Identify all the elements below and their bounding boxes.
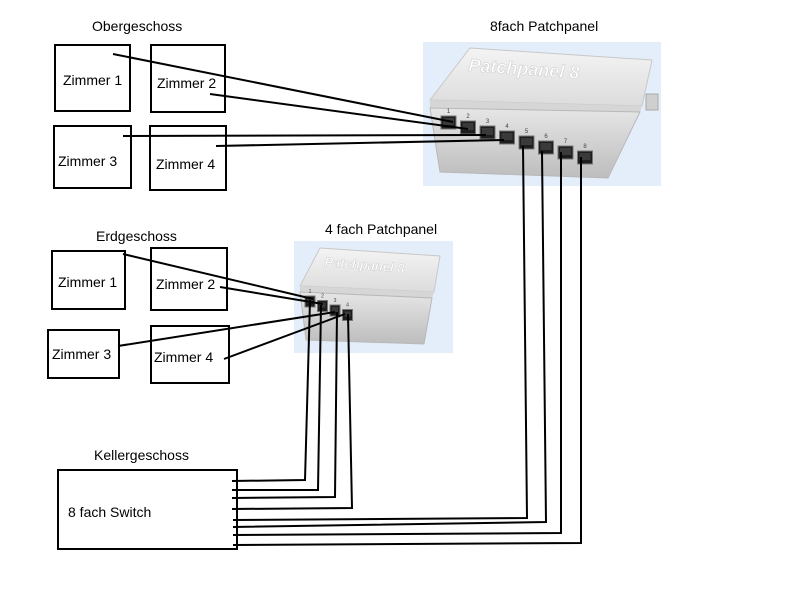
- p8-port-socket-4: [501, 133, 513, 140]
- p8-front-surface: [429, 107, 641, 179]
- p4-port-label-1: 1: [309, 289, 312, 295]
- p4-port-socket-3: [332, 307, 338, 312]
- cable-p8-port5-switch: [232, 145, 529, 521]
- og-room-1-label: Zimmer 1: [63, 72, 123, 88]
- p8-port-socket-6: [540, 143, 552, 150]
- cable-p4-port4-switch: [231, 313, 354, 510]
- eg-room-1: Zimmer 1: [51, 250, 126, 310]
- p8-port-label-4: 4: [505, 124, 509, 130]
- p8-port-socket-8: [579, 153, 591, 160]
- cable-p4-port1-switch: [231, 299, 311, 482]
- p8-port-socket-2: [462, 123, 474, 130]
- cable-eg-zimmer4: [223, 313, 346, 360]
- p8-port-label-7: 7: [564, 139, 568, 145]
- p4-port-label-2: 2: [321, 294, 324, 300]
- eg-room-4-label: Zimmer 4: [154, 349, 214, 365]
- og-room-3: Zimmer 3: [53, 125, 132, 189]
- p8-title: 8fach Patchpanel: [490, 18, 599, 34]
- eg-room-3-label: Zimmer 3: [52, 346, 112, 362]
- p4-title: 4 fach Patchpanel: [325, 221, 438, 237]
- cable-p8-port6-switch: [232, 150, 548, 528]
- p4-port-label-4: 4: [346, 303, 349, 309]
- p8-port-label-1: 1: [447, 109, 451, 115]
- p4-port-label-3: 3: [334, 298, 337, 304]
- cable-og-zimmer4: [215, 139, 505, 147]
- patchpanel-4-image: Patchpanel 8 1 2 3 4: [294, 241, 453, 353]
- cable-og-zimmer2: [209, 93, 469, 130]
- cable-eg-zimmer3: [117, 311, 336, 347]
- p8-port-label-5: 5: [525, 129, 529, 135]
- eg-room-3: Zimmer 3: [47, 329, 120, 379]
- cable-p4-port3-switch: [231, 311, 338, 499]
- cables: [112, 53, 582, 546]
- p8-port-label-3: 3: [486, 119, 490, 125]
- cable-eg-zimmer1: [122, 253, 314, 300]
- cable-og-zimmer3: [122, 134, 487, 137]
- switch-box: 8 fach Switch: [57, 469, 238, 550]
- kellergeschoss-title: Kellergeschoss: [94, 447, 189, 463]
- p4-port-socket-4: [344, 311, 351, 317]
- obergeschoss-title: Obergeschoss: [92, 18, 183, 34]
- switch-label: 8 fach Switch: [68, 504, 152, 520]
- cable-p8-port7-switch: [232, 152, 562, 536]
- cable-og-zimmer1: [112, 53, 454, 123]
- cable-eg-zimmer2: [219, 286, 324, 305]
- og-room-3-label: Zimmer 3: [58, 153, 118, 169]
- cable-p8-port8-switch: [232, 157, 582, 546]
- p4-brand-text: Patchpanel 8: [324, 254, 406, 276]
- cable-p4-port2-switch: [232, 304, 322, 491]
- p8-port-label-6: 6: [544, 134, 548, 140]
- eg-room-2-label: Zimmer 2: [156, 276, 216, 292]
- og-room-4-label: Zimmer 4: [156, 156, 216, 172]
- p8-port-label-2: 2: [466, 114, 470, 120]
- p8-port-label-8: 8: [583, 144, 587, 150]
- og-room-2: Zimmer 2: [150, 44, 226, 113]
- eg-room-2: Zimmer 2: [150, 247, 228, 311]
- p4-port-socket-2: [319, 302, 326, 308]
- og-room-2-label: Zimmer 2: [157, 75, 217, 91]
- p8-port-socket-5: [521, 138, 532, 145]
- p8-mounting-tab: [645, 93, 659, 111]
- eg-room-1-label: Zimmer 1: [58, 274, 118, 290]
- p8-port-socket-7: [560, 148, 571, 155]
- p4-edge: [300, 286, 434, 298]
- erdgeschoss-title: Erdgeschoss: [96, 228, 177, 244]
- p8-port-socket-3: [482, 128, 493, 135]
